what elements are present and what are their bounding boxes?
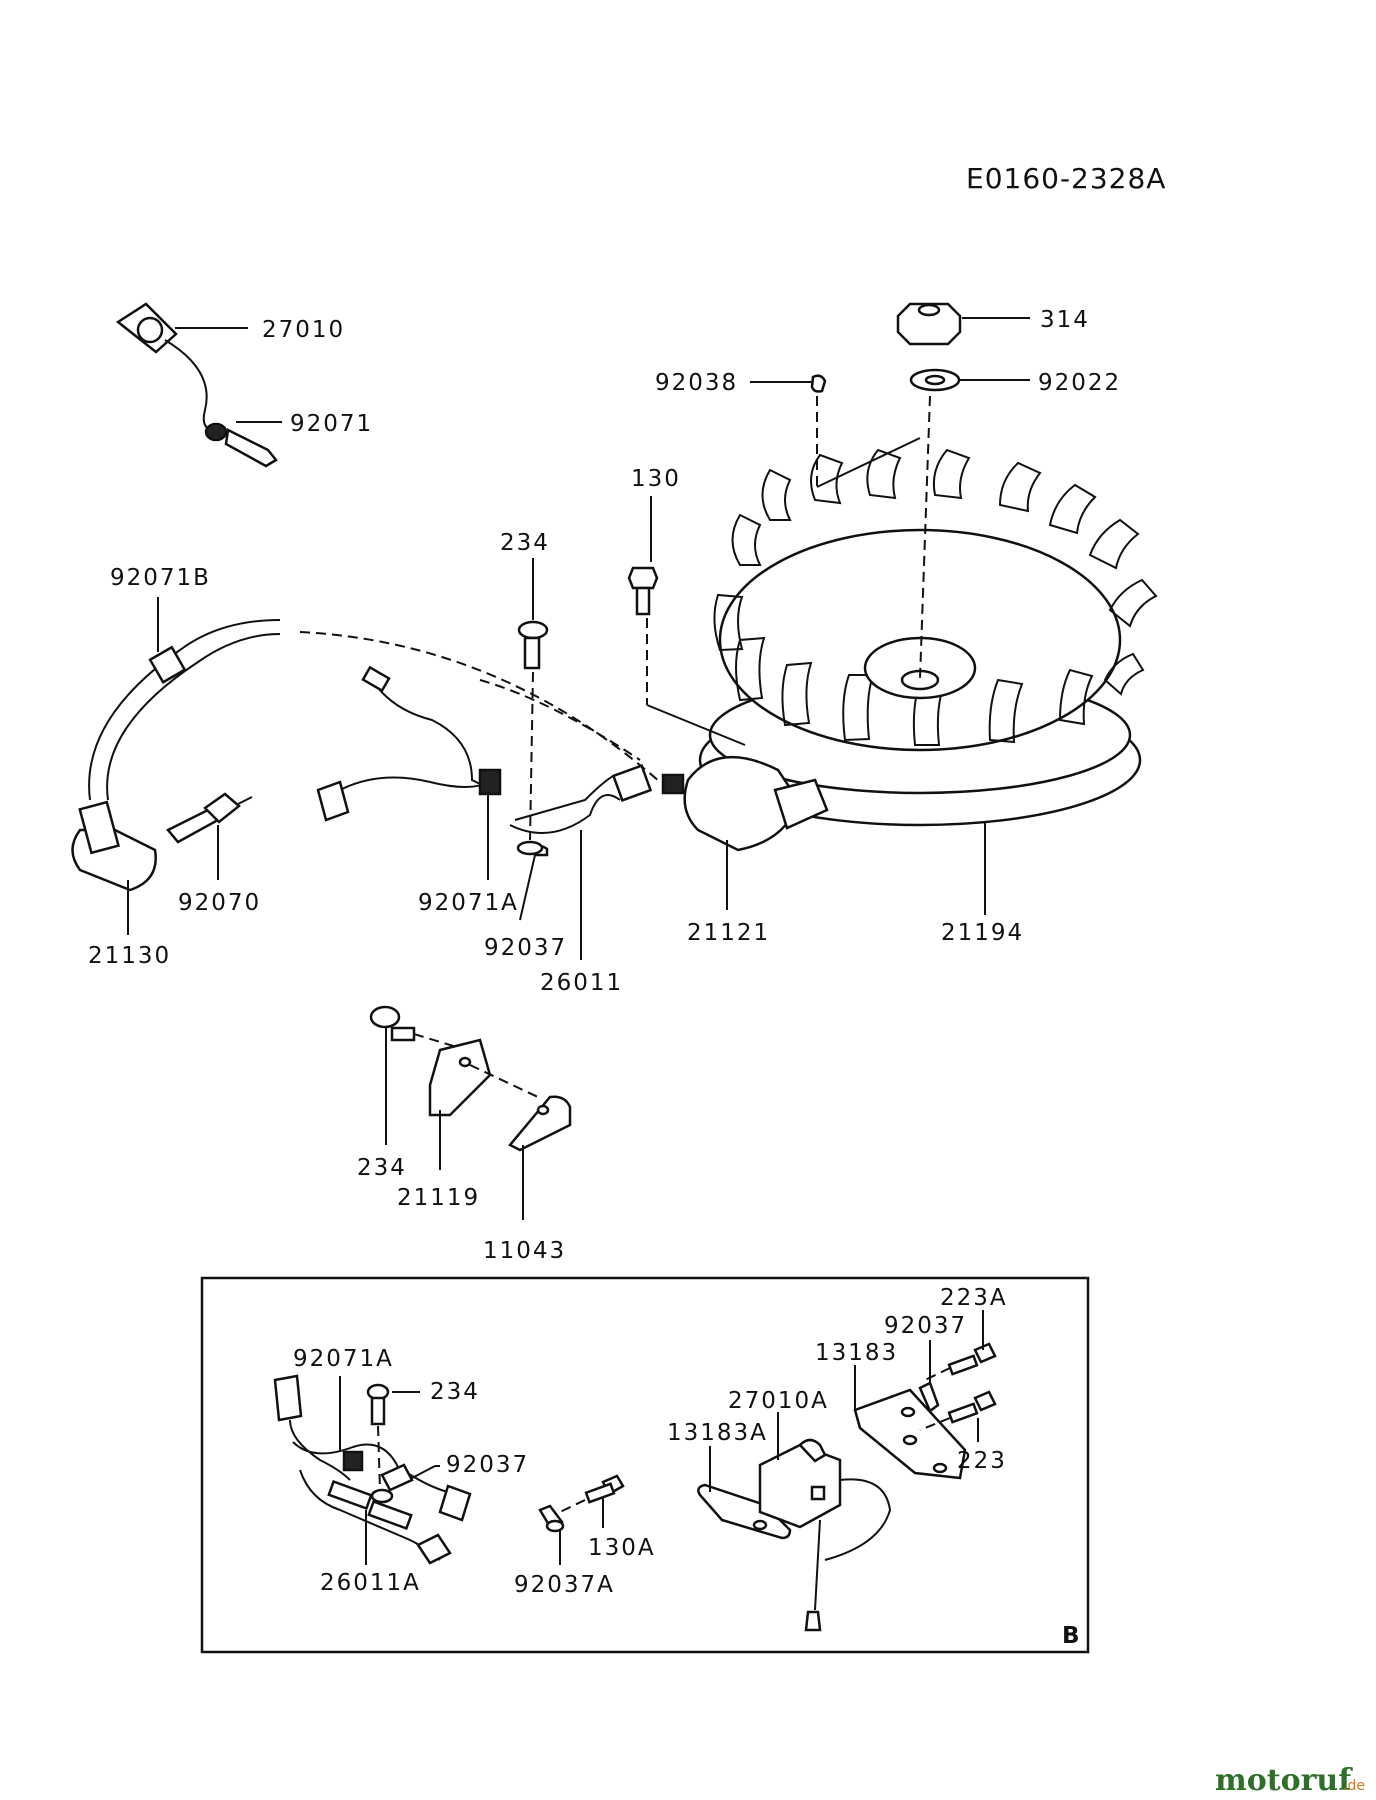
label-21119: 21119 [397, 1185, 480, 1211]
leader-92037 [519, 854, 536, 921]
screw-234-top [517, 620, 549, 670]
label-b13183: 13183 [815, 1340, 898, 1366]
leader-b92037 [411, 1465, 436, 1479]
bolt-130-link [646, 704, 746, 746]
inset-plate-13183a [697, 1483, 792, 1540]
key-link-line [816, 437, 921, 488]
label-b223a: 223A [940, 1285, 1008, 1311]
label-92071b: 92071B [110, 565, 211, 591]
label-b223: 223 [957, 1448, 1007, 1474]
label-92071: 92071 [290, 411, 373, 437]
watermark-suffix: .de [1343, 1778, 1365, 1794]
screw-234-dash [529, 671, 534, 841]
nut-314 [896, 302, 962, 346]
label-130: 130 [631, 466, 681, 492]
label-26011: 26011 [540, 970, 623, 996]
label-b13183a: 13183A [667, 1420, 768, 1446]
watermark-logo: motoruf .de [1215, 1763, 1365, 1798]
plug-cap-21130 [71, 800, 157, 892]
watermark-name: motoruf [1215, 1763, 1353, 1798]
label-92037: 92037 [484, 935, 567, 961]
label-b92037: 92037 [446, 1452, 529, 1478]
label-21130: 21130 [88, 943, 171, 969]
label-b26011a: 26011A [320, 1570, 421, 1596]
label-92071a: 92071A [418, 890, 519, 916]
spark-plug-92070 [166, 792, 253, 844]
inset-bolt-130a [538, 1474, 625, 1533]
label-b92037b: 92037 [884, 1313, 967, 1339]
label-b130a: 130A [588, 1535, 656, 1561]
stop-switch-27010 [115, 302, 278, 468]
bracket-group [369, 1005, 572, 1152]
drawing-code: E0160-2328A [966, 162, 1166, 195]
inset-screw-223 [919, 1390, 997, 1431]
label-234-top: 234 [500, 530, 550, 556]
label-b27010a: 27010A [728, 1388, 829, 1414]
hightension-lead [88, 619, 661, 801]
inset-b-frame [200, 1276, 1090, 1654]
inset-screw-223a [924, 1342, 997, 1381]
lead-harness [316, 665, 653, 857]
label-314: 314 [1040, 307, 1090, 333]
label-b92037a: 92037A [514, 1572, 615, 1598]
label-92022: 92022 [1038, 370, 1121, 396]
inset-letter: B [1062, 1623, 1082, 1649]
inset-bracket-13183 [853, 1381, 967, 1480]
inset-harness [273, 1374, 472, 1565]
label-27010: 27010 [262, 317, 345, 343]
label-b92071a: 92071A [293, 1346, 394, 1372]
label-b234: 234 [430, 1379, 480, 1405]
label-92038: 92038 [655, 370, 738, 396]
inset-screw-234 [366, 1383, 390, 1491]
label-11043: 11043 [483, 1238, 566, 1264]
label-92070: 92070 [178, 890, 261, 916]
ignition-coil-21121 [661, 755, 829, 852]
inset-switch-27010a [758, 1438, 892, 1632]
key-92038 [810, 374, 827, 393]
label-21194: 21194 [941, 920, 1024, 946]
washer-92022 [909, 368, 961, 392]
bolt-130 [627, 566, 659, 616]
label-21121: 21121 [687, 920, 770, 946]
label-234-mid: 234 [357, 1155, 407, 1181]
